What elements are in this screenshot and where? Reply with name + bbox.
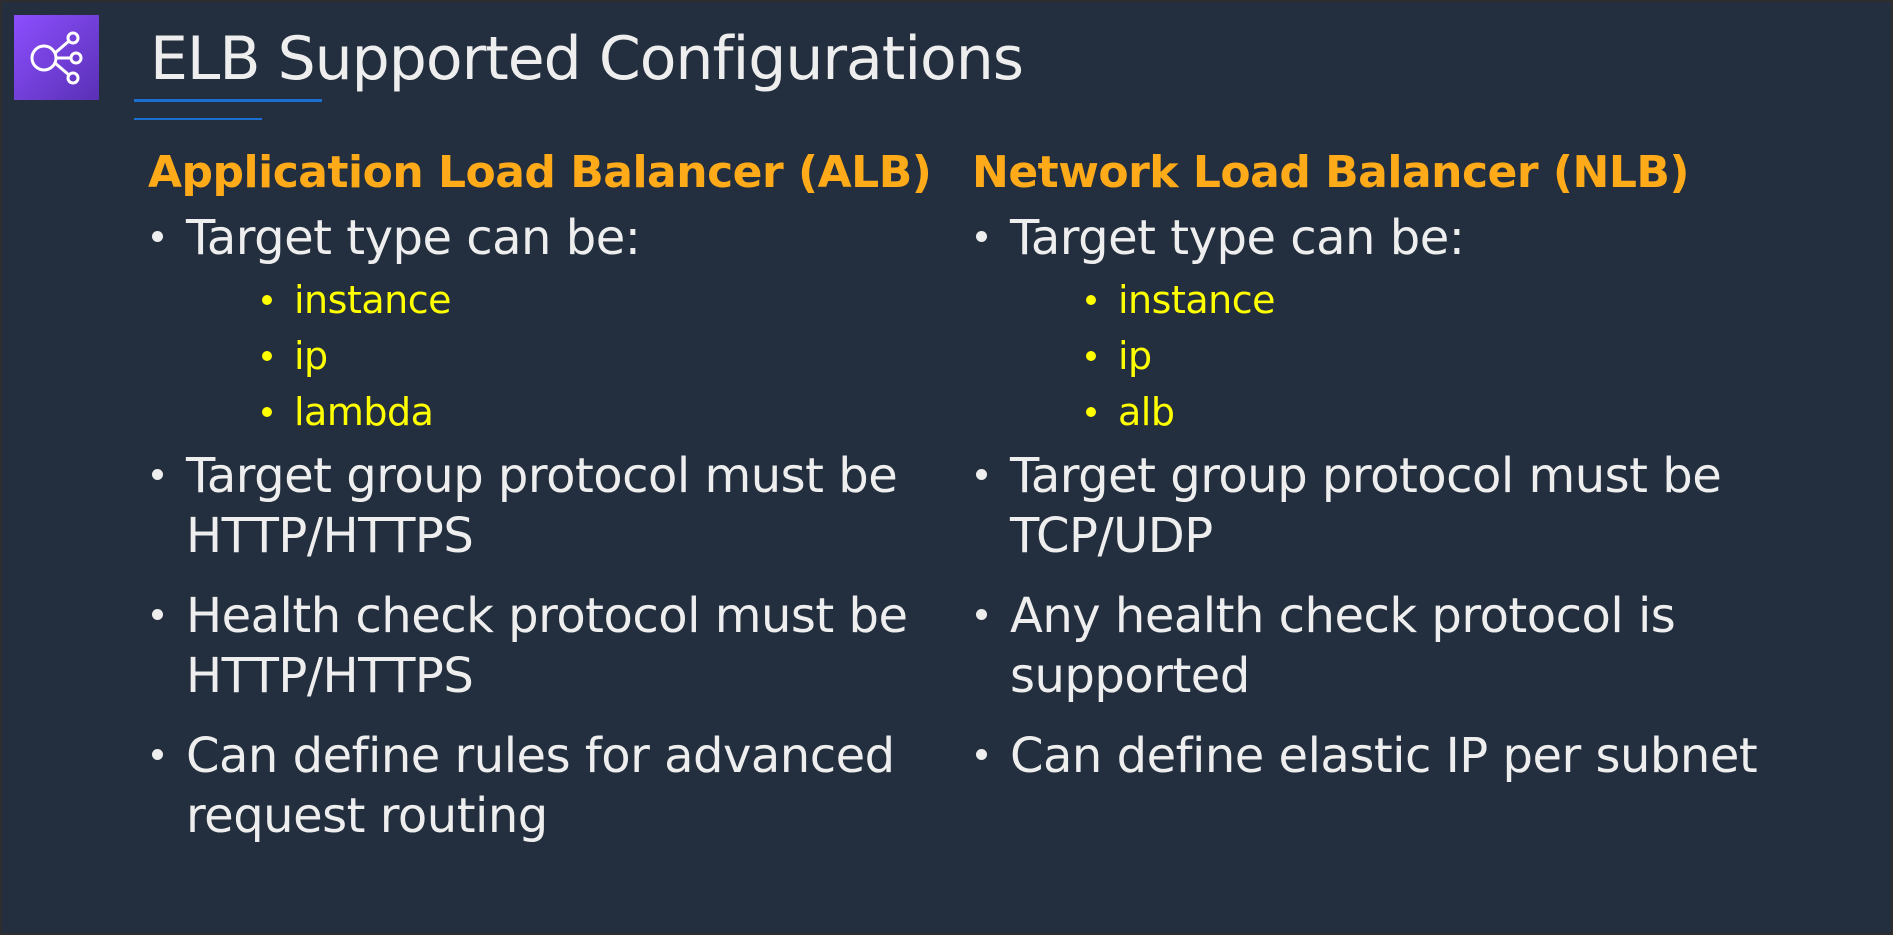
alb-target-type-item: lambda	[186, 384, 948, 440]
nlb-point-text: Can define elastic IP per subnet	[1010, 728, 1758, 784]
title-underline-secondary	[134, 118, 262, 120]
alb-target-type-item: ip	[186, 328, 948, 384]
load-balancer-glyph	[30, 31, 83, 85]
alb-point-text: Health check protocol must be HTTP/HTTPS	[186, 588, 908, 704]
alb-point: Can define rules for advanced request ro…	[148, 726, 948, 846]
nlb-target-type-label: Target type can be:	[1010, 210, 1465, 266]
nlb-point-text: Any health check protocol is supported	[1010, 588, 1676, 704]
alb-target-type-label: Target type can be:	[186, 210, 641, 266]
nlb-heading: Network Load Balancer (NLB)	[972, 147, 1690, 198]
alb-point-text: Target group protocol must be HTTP/HTTPS	[186, 448, 898, 564]
elastic-load-balancing-icon	[14, 15, 99, 100]
alb-heading: Application Load Balancer (ALB)	[148, 147, 932, 198]
alb-point: Health check protocol must be HTTP/HTTPS	[148, 586, 948, 706]
nlb-point: Any health check protocol is supported	[972, 586, 1772, 706]
page-title: ELB Supported Configurations	[150, 24, 1024, 94]
nlb-point: Target group protocol must be TCP/UDP	[972, 446, 1772, 566]
title-underline	[134, 99, 322, 102]
nlb-target-type: Target type can be: instance ip alb	[972, 208, 1772, 440]
nlb-target-type-item: ip	[1010, 328, 1772, 384]
alb-target-type-list: instance ip lambda	[186, 272, 948, 440]
alb-target-type-item: instance	[186, 272, 948, 328]
nlb-target-type-list: instance ip alb	[1010, 272, 1772, 440]
nlb-point-text: Target group protocol must be TCP/UDP	[1010, 448, 1722, 564]
alb-bullet-list: Target type can be: instance ip lambda T…	[148, 208, 948, 846]
alb-column: Application Load Balancer (ALB) Target t…	[148, 142, 948, 866]
alb-target-type: Target type can be: instance ip lambda	[148, 208, 948, 440]
nlb-bullet-list: Target type can be: instance ip alb Targ…	[972, 208, 1772, 786]
nlb-target-type-item: instance	[1010, 272, 1772, 328]
alb-point-text: Can define rules for advanced request ro…	[186, 728, 895, 844]
alb-point: Target group protocol must be HTTP/HTTPS	[148, 446, 948, 566]
nlb-column: Network Load Balancer (NLB) Target type …	[972, 142, 1772, 806]
nlb-target-type-item: alb	[1010, 384, 1772, 440]
nlb-point: Can define elastic IP per subnet	[972, 726, 1772, 786]
